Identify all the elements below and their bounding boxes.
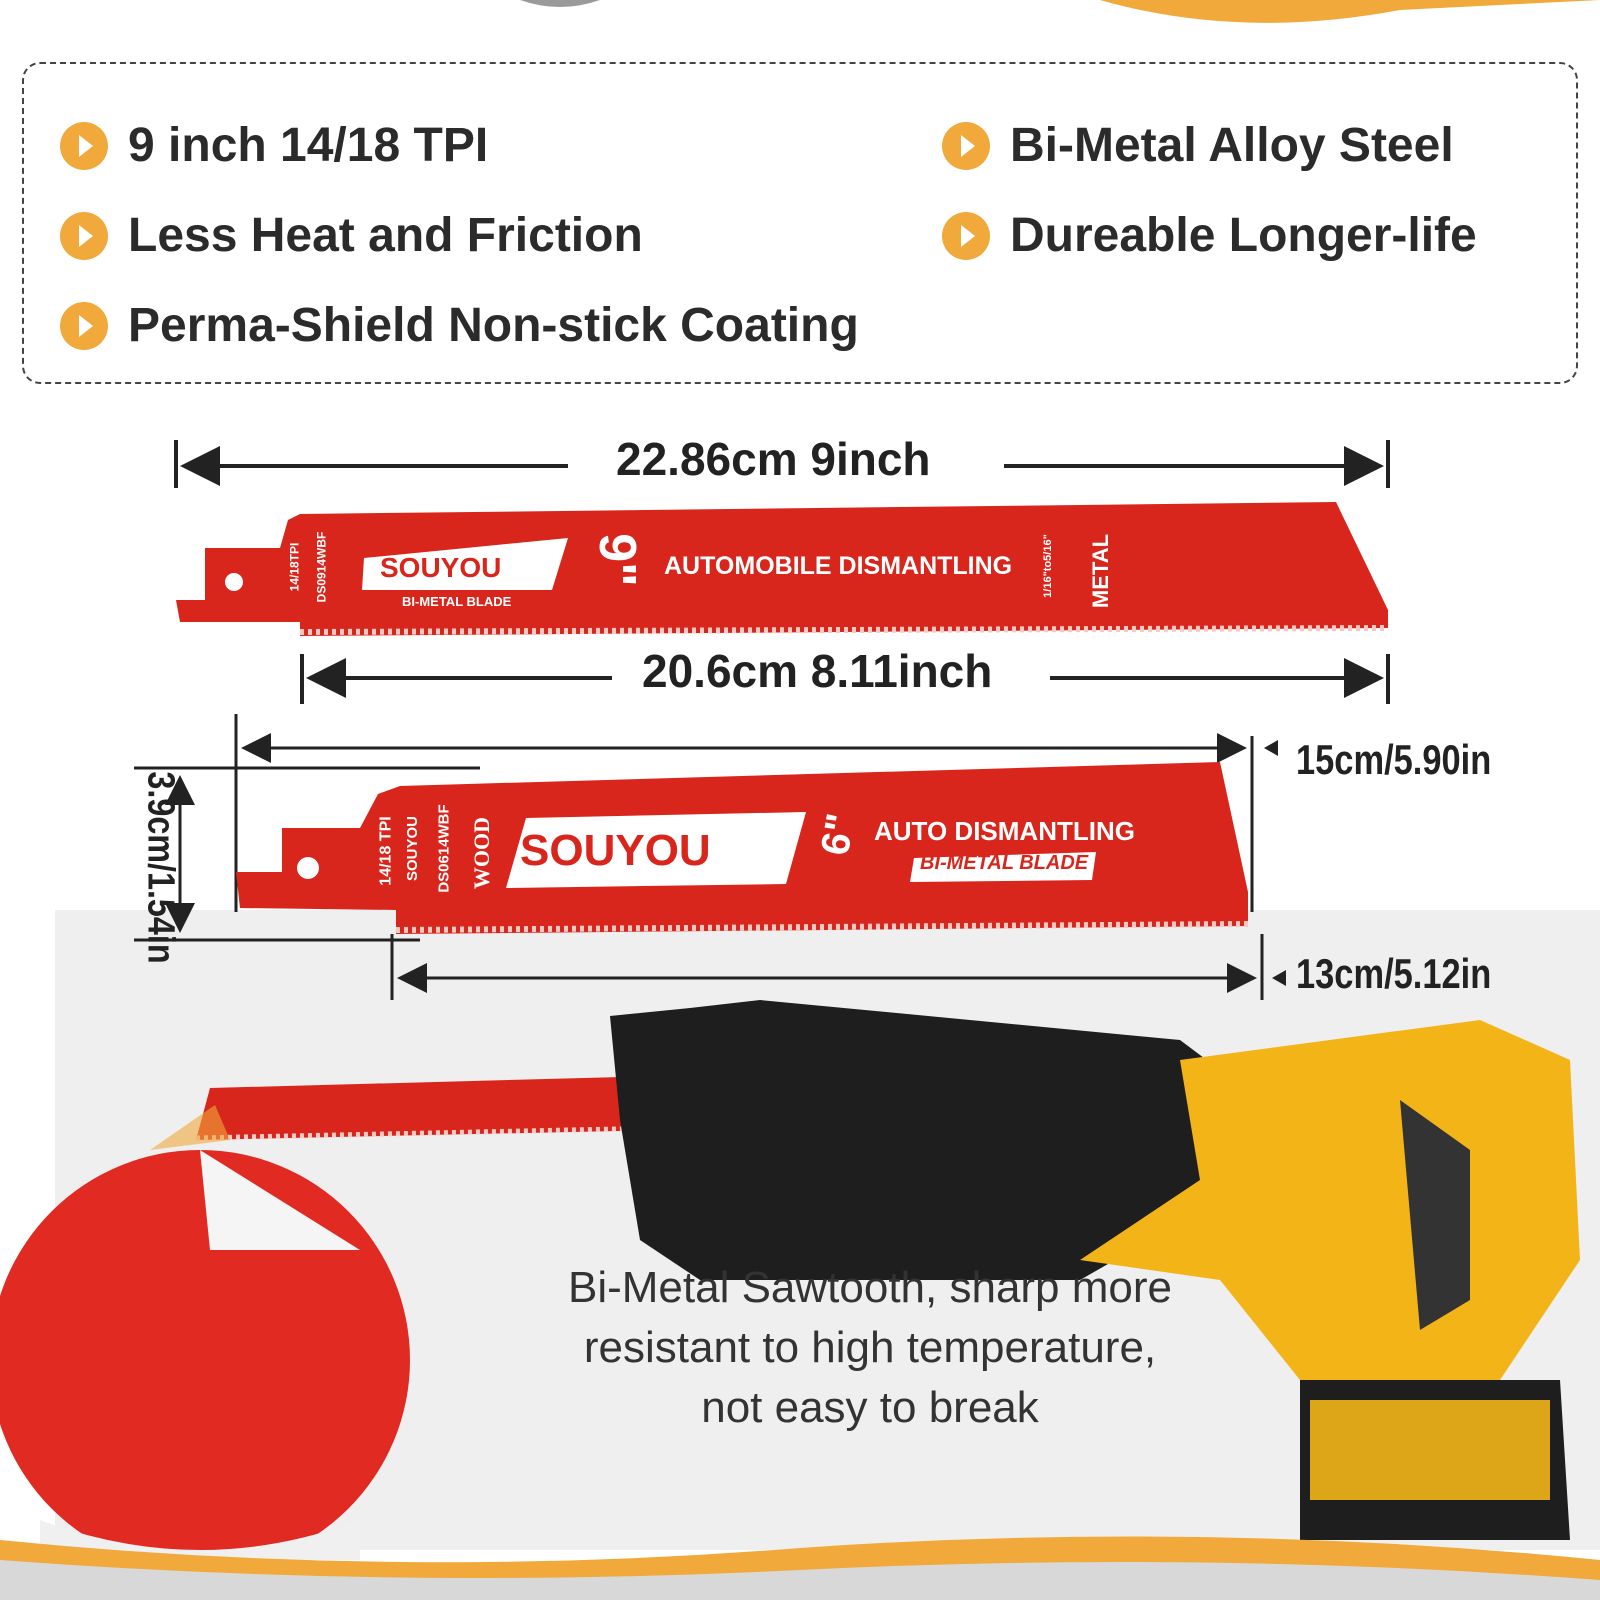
blade-9in-thickness: 1/16"to5/16" bbox=[1041, 534, 1054, 598]
top-decor-band bbox=[0, 0, 1600, 23]
dimension-label-9in-total: 22.86cm 9inch bbox=[616, 433, 931, 485]
dimension-line-9in-total bbox=[174, 440, 1390, 488]
feature-item: Bi-Metal Alloy Steel bbox=[942, 118, 1454, 173]
play-bullet-icon bbox=[60, 211, 108, 260]
blade-9in-tpi: 14/18TPI bbox=[287, 542, 302, 592]
blade-6in-code: DS0614WBF bbox=[435, 804, 453, 893]
features-box bbox=[22, 62, 1578, 384]
blade-6in-size: 6" bbox=[812, 810, 864, 859]
dimension-line-6in-cut bbox=[390, 934, 1264, 1000]
feature-item: Dureable Longer-life bbox=[942, 208, 1477, 263]
blade-6in-subtitle: BI-METAL BLADE bbox=[920, 852, 1089, 874]
blade-9in-material: METAL bbox=[1088, 533, 1114, 609]
play-bullet-icon bbox=[942, 121, 990, 170]
blade-6in-brand: SOUYOU bbox=[520, 826, 711, 875]
blade-6in-material: WOOD bbox=[469, 816, 495, 890]
sawtooth-caption: Bi-Metal Sawtooth, sharp more resistant … bbox=[480, 1258, 1260, 1438]
blade-6in-brand-small: SOUYOU bbox=[404, 815, 422, 882]
play-bullet-icon bbox=[942, 211, 990, 260]
caption-line-3: not easy to break bbox=[701, 1383, 1039, 1432]
blade-9in-brand: SOUYOU bbox=[380, 552, 502, 583]
blade-6in bbox=[236, 762, 1249, 934]
feature-item: 9 inch 14/18 TPI bbox=[60, 118, 488, 173]
blade-9in bbox=[176, 502, 1389, 636]
dimension-line-9in-cut bbox=[300, 654, 1390, 704]
feature-item: Perma-Shield Non-stick Coating bbox=[60, 298, 859, 353]
caption-line-1: Bi-Metal Sawtooth, sharp more bbox=[567, 1263, 1173, 1312]
blade-9in-use: AUTOMOBILE DISMANTLING bbox=[664, 552, 1013, 580]
reciprocating-saw-illustration bbox=[195, 1000, 1580, 1540]
blade-9in-code: DS0914WBF bbox=[314, 531, 329, 603]
blade-6in-tpi: 14/18 TPI bbox=[377, 816, 395, 886]
dimension-label-height: 3.9cm/1.54in bbox=[139, 771, 182, 964]
blade-6in-use: AUTO DISMANTLING bbox=[874, 816, 1135, 846]
dimension-label-6in-cut: 13cm/5.12in bbox=[1296, 950, 1492, 997]
dimension-label-9in-cut: 20.6cm 8.11inch bbox=[642, 645, 993, 697]
blade-9in-subtitle: BI-METAL BLADE bbox=[402, 594, 512, 609]
dimension-label-6in-total: 15cm/5.90in bbox=[1296, 736, 1492, 783]
play-bullet-icon bbox=[60, 301, 108, 350]
feature-item: Less Heat and Friction bbox=[60, 208, 643, 263]
blade-9in-size: 9" bbox=[587, 533, 646, 587]
dimension-line-height bbox=[134, 766, 480, 942]
caption-line-2: resistant to high temperature, bbox=[583, 1323, 1157, 1372]
dimension-line-6in-total bbox=[234, 714, 1254, 912]
play-bullet-icon bbox=[60, 121, 108, 170]
sawtooth-closeup bbox=[0, 1105, 410, 1570]
